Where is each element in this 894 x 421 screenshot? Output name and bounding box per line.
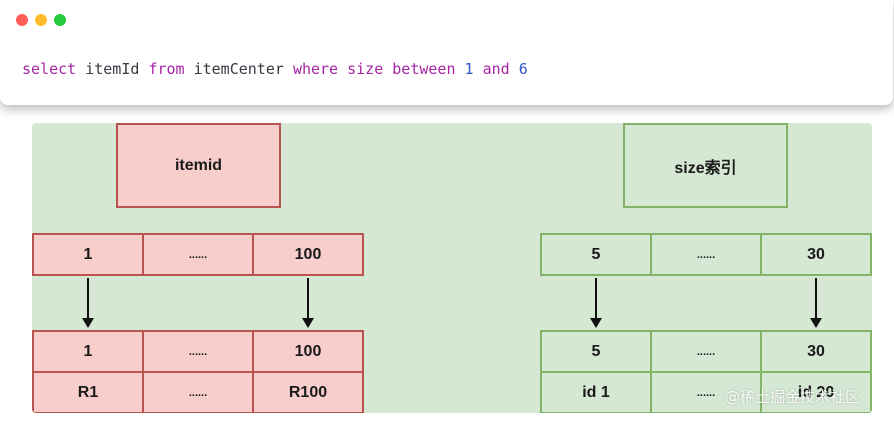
minimize-window-dot[interactable] — [35, 14, 47, 26]
itemid-level1-key-1: 1 — [32, 233, 144, 276]
size-leaf-key-ellipsis: ...... — [650, 330, 762, 373]
code-token: between — [392, 60, 456, 78]
code-token: and — [482, 60, 510, 78]
watermark: @稀土掘金技术社区 — [724, 388, 860, 406]
size-leaf-id-20: id 20 — [760, 371, 872, 413]
itemid-leaf-key-1: 1 — [32, 330, 144, 373]
code-token: size — [347, 60, 384, 78]
index-diagram: itemid 1 ...... 100 1 ...... 100 R1 ....… — [32, 123, 872, 413]
itemid-root-node: itemid — [116, 123, 281, 208]
size-level1-key-30: 30 — [760, 233, 872, 276]
size-index-root-node: size索引 — [623, 123, 788, 208]
itemid-level1-key-100: 100 — [252, 233, 364, 276]
arrow-down-icon — [590, 278, 602, 328]
close-window-dot[interactable] — [16, 14, 28, 26]
itemid-level1-ellipsis: ...... — [142, 233, 254, 276]
size-level1-key-5: 5 — [540, 233, 652, 276]
itemid-leaf-key-ellipsis: ...... — [142, 330, 254, 373]
size-leaf-key-30: 30 — [760, 330, 872, 373]
code-window: select itemId from itemCenter where size… — [0, 0, 893, 105]
arrow-down-icon — [810, 278, 822, 328]
maximize-window-dot[interactable] — [54, 14, 66, 26]
itemid-leaf-row-r1: R1 — [32, 371, 144, 413]
arrow-down-icon — [302, 278, 314, 328]
code-token: 1 — [464, 60, 474, 78]
size-leaf-key-5: 5 — [540, 330, 652, 373]
itemid-leaf-row-ellipsis: ...... — [142, 371, 254, 413]
size-level1-ellipsis: ...... — [650, 233, 762, 276]
size-leaf-id-1: id 1 — [540, 371, 652, 413]
code-token: itemId — [85, 60, 140, 78]
itemid-leaf-row-r100: R100 — [252, 371, 364, 413]
code-token: from — [148, 60, 185, 78]
code-token: itemCenter — [193, 60, 284, 78]
arrow-down-icon — [82, 278, 94, 328]
size-leaf-id-ellipsis: ...... — [650, 371, 762, 413]
code-token: 6 — [518, 60, 528, 78]
itemid-leaf-key-100: 100 — [252, 330, 364, 373]
code-token: select — [22, 60, 77, 78]
code-token: where — [292, 60, 339, 78]
sql-query: select itemId from itemCenter where size… — [22, 59, 528, 79]
